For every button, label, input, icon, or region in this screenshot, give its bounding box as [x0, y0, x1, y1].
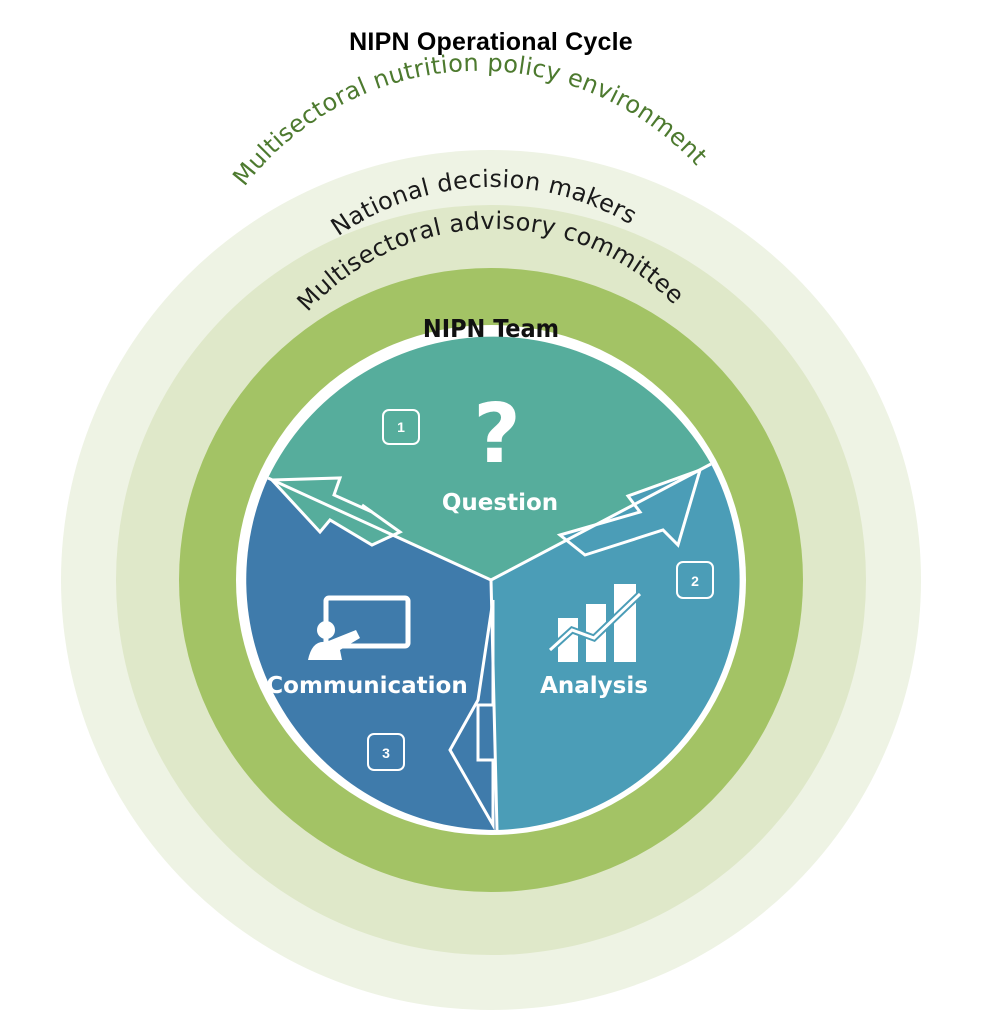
svg-text:3: 3	[382, 745, 390, 761]
svg-text:1: 1	[397, 419, 405, 435]
page-title: NIPN Operational Cycle	[349, 28, 633, 56]
question-label: Question	[442, 490, 558, 516]
arrow-analysis-to-communication	[448, 599, 495, 831]
svg-text:2: 2	[691, 573, 699, 589]
presenter-board-icon	[308, 595, 411, 660]
step-badge-2: 2	[676, 561, 714, 599]
arrow-question-to-analysis	[556, 467, 703, 557]
communication-label: Communication	[266, 673, 467, 699]
step-badge-3: 3	[367, 733, 405, 771]
segment-dividers	[267, 462, 712, 831]
step-badge-1: 1	[382, 409, 420, 445]
svg-text:?: ?	[473, 387, 521, 482]
question-mark-icon: ?	[473, 387, 521, 482]
analysis-label: Analysis	[540, 673, 648, 699]
bar-chart-icon	[547, 584, 643, 662]
segment-communication	[246, 476, 497, 831]
